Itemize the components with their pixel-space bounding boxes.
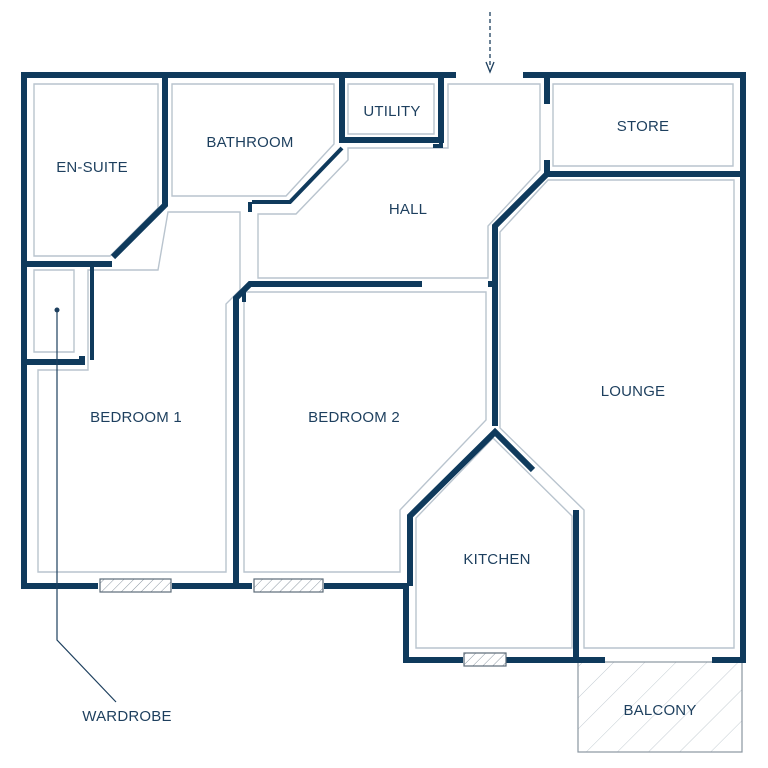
walls	[21, 72, 746, 663]
window-kitchen	[463, 652, 507, 667]
room-label-store: STORE	[617, 118, 669, 135]
room-label-bedroom2: BEDROOM 2	[308, 409, 400, 426]
windows	[99, 578, 507, 667]
balcony	[577, 661, 743, 753]
room-label-en-suite: EN-SUITE	[56, 159, 128, 176]
callout-label-wardrobe: WARDROBE	[82, 708, 171, 725]
room-label-hall: HALL	[389, 201, 427, 218]
room-label-bedroom1: BEDROOM 1	[90, 409, 182, 426]
room-label-bathroom: BATHROOM	[206, 134, 293, 151]
window-bedroom1	[99, 578, 172, 593]
room-label-lounge: LOUNGE	[601, 383, 666, 400]
wardrobe-leader	[54, 307, 117, 703]
room-label-kitchen: KITCHEN	[463, 551, 530, 568]
room-labels: EN-SUITE BATHROOM UTILITY STORE HALL BED…	[56, 103, 696, 725]
room-label-balcony: BALCONY	[623, 702, 696, 719]
entrance-arrow-icon	[485, 12, 495, 74]
room-outlines	[33, 83, 735, 649]
window-bedroom2	[253, 578, 324, 593]
room-label-utility: UTILITY	[363, 103, 420, 120]
